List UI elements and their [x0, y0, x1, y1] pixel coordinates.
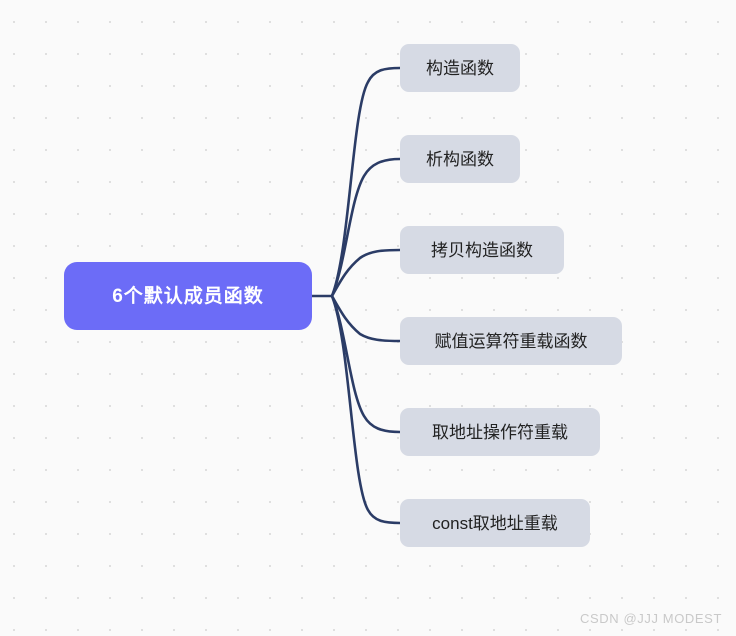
- child-node-copy-constructor[interactable]: 拷贝构造函数: [400, 226, 564, 274]
- child-node-label: 构造函数: [426, 58, 494, 78]
- connector-branch-6: [330, 294, 402, 525]
- child-node-label: 拷贝构造函数: [431, 240, 533, 260]
- child-node-label: 取地址操作符重载: [432, 422, 568, 442]
- root-node-label: 6个默认成员函数: [112, 285, 264, 307]
- root-node[interactable]: 6个默认成员函数: [64, 262, 312, 330]
- child-node-constructor[interactable]: 构造函数: [400, 44, 520, 92]
- watermark: CSDN @JJJ MODEST: [580, 611, 722, 626]
- child-node-label: const取地址重载: [432, 513, 558, 533]
- child-node-assignment-operator[interactable]: 赋值运算符重载函数: [400, 317, 622, 365]
- connector-branch-5: [330, 294, 402, 434]
- child-node-destructor[interactable]: 析构函数: [400, 135, 520, 183]
- child-node-address-operator[interactable]: 取地址操作符重载: [400, 408, 600, 456]
- child-node-const-address-operator[interactable]: const取地址重载: [400, 499, 590, 547]
- child-node-label: 析构函数: [426, 149, 494, 169]
- connector-branch-1: [330, 66, 402, 298]
- connector-branch-2: [330, 157, 402, 298]
- connector-branch-4: [330, 294, 402, 343]
- child-node-label: 赋值运算符重载函数: [434, 331, 588, 351]
- connector-branch-3: [330, 248, 402, 298]
